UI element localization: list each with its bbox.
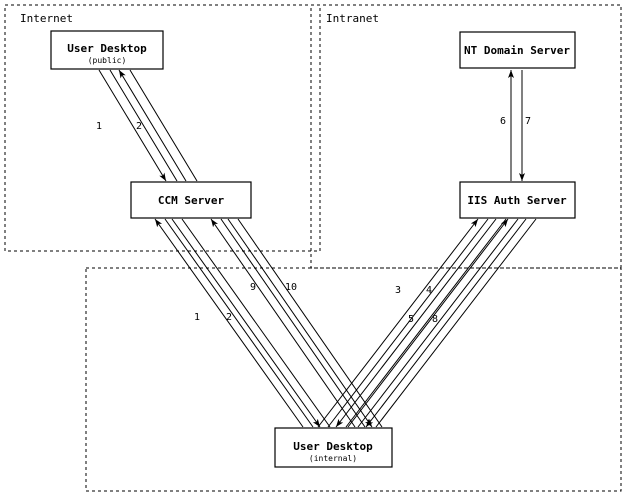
flow-line-step-8 [365, 218, 527, 428]
step-label-6: 6 [500, 116, 506, 127]
flow-ccm-internal-desktop-a [154, 218, 331, 428]
flow-line-step-2-internal-edge [181, 218, 331, 428]
flow-iis-internal-desktop-b [347, 218, 537, 428]
zone-internet-border [4, 4, 321, 252]
node-iis-auth-server[interactable]: IIS Auth Server [459, 181, 576, 219]
node-user-desktop-internal-box[interactable] [274, 427, 393, 468]
flow-line-step-4-edge [345, 218, 507, 428]
node-nt-domain-server-title: NT Domain Server [464, 44, 570, 57]
node-user-desktop-internal[interactable]: User Desktop (internal) [274, 427, 393, 468]
flow-public-desktop-ccm [98, 69, 198, 182]
flow-line-step-2-public [118, 69, 187, 182]
flow-line-step-9 [210, 218, 356, 428]
step-label-1-public: 1 [96, 121, 102, 132]
flow-line-step-2-internal [171, 218, 321, 428]
step-label-2-public: 2 [136, 121, 142, 132]
flow-ccm-internal-desktop-b [210, 218, 383, 428]
node-nt-domain-server-box[interactable] [459, 31, 576, 69]
zone-internet: Internet [4, 4, 321, 252]
flow-line-step-3 [317, 218, 479, 428]
step-label-2-internal: 2 [226, 312, 232, 323]
zone-internal [85, 267, 622, 492]
zone-internet-label: Internet [20, 12, 73, 25]
step-label-9: 9 [250, 282, 256, 293]
node-user-desktop-internal-subtitle: (internal) [309, 454, 357, 463]
step-label-5: 5 [408, 314, 414, 325]
node-user-desktop-public-title: User Desktop [67, 42, 147, 55]
flow-line-step-4 [335, 218, 497, 428]
flow-line-step-10-edge [237, 218, 383, 428]
step-label-10: 10 [285, 282, 297, 293]
flow-line-step-1-internal-edge [164, 218, 314, 428]
flow-line-step-2-public-edge [129, 69, 198, 182]
flow-line-step-9-edge [220, 218, 366, 428]
zone-intranet-label: Intranet [326, 12, 379, 25]
step-label-3: 3 [395, 285, 401, 296]
flow-line-step-5 [347, 218, 509, 428]
flow-line-step-1-public [98, 69, 167, 182]
node-iis-auth-server-title: IIS Auth Server [467, 194, 567, 207]
step-label-7: 7 [525, 116, 531, 127]
flow-line-step-1-internal [154, 218, 304, 428]
node-user-desktop-public-subtitle: (public) [88, 56, 127, 65]
node-user-desktop-internal-title: User Desktop [293, 440, 373, 453]
flow-line-step-5-edge [357, 218, 519, 428]
node-ccm-server-title: CCM Server [158, 194, 225, 207]
node-nt-domain-server[interactable]: NT Domain Server [459, 31, 576, 69]
node-ccm-server-box[interactable] [130, 181, 252, 219]
flow-line-step-3-edge [327, 218, 489, 428]
node-user-desktop-public-box[interactable] [50, 30, 164, 70]
flow-iis-internal-desktop-a [317, 218, 507, 428]
node-iis-auth-server-box[interactable] [459, 181, 576, 219]
zone-internal-border [85, 267, 622, 492]
flow-line-step-1-public-edge [109, 69, 178, 182]
flow-line-step-10 [227, 218, 373, 428]
node-user-desktop-public[interactable]: User Desktop (public) [50, 30, 164, 70]
step-label-8: 8 [432, 314, 438, 325]
node-ccm-server[interactable]: CCM Server [130, 181, 252, 219]
flow-iis-nt-domain [508, 70, 525, 181]
step-label-4: 4 [426, 285, 432, 296]
flow-line-step-8-edge [375, 218, 537, 428]
step-number-labels: 1 2 1 2 3 4 5 6 7 8 9 10 [96, 116, 531, 325]
step-label-1-internal: 1 [194, 312, 200, 323]
